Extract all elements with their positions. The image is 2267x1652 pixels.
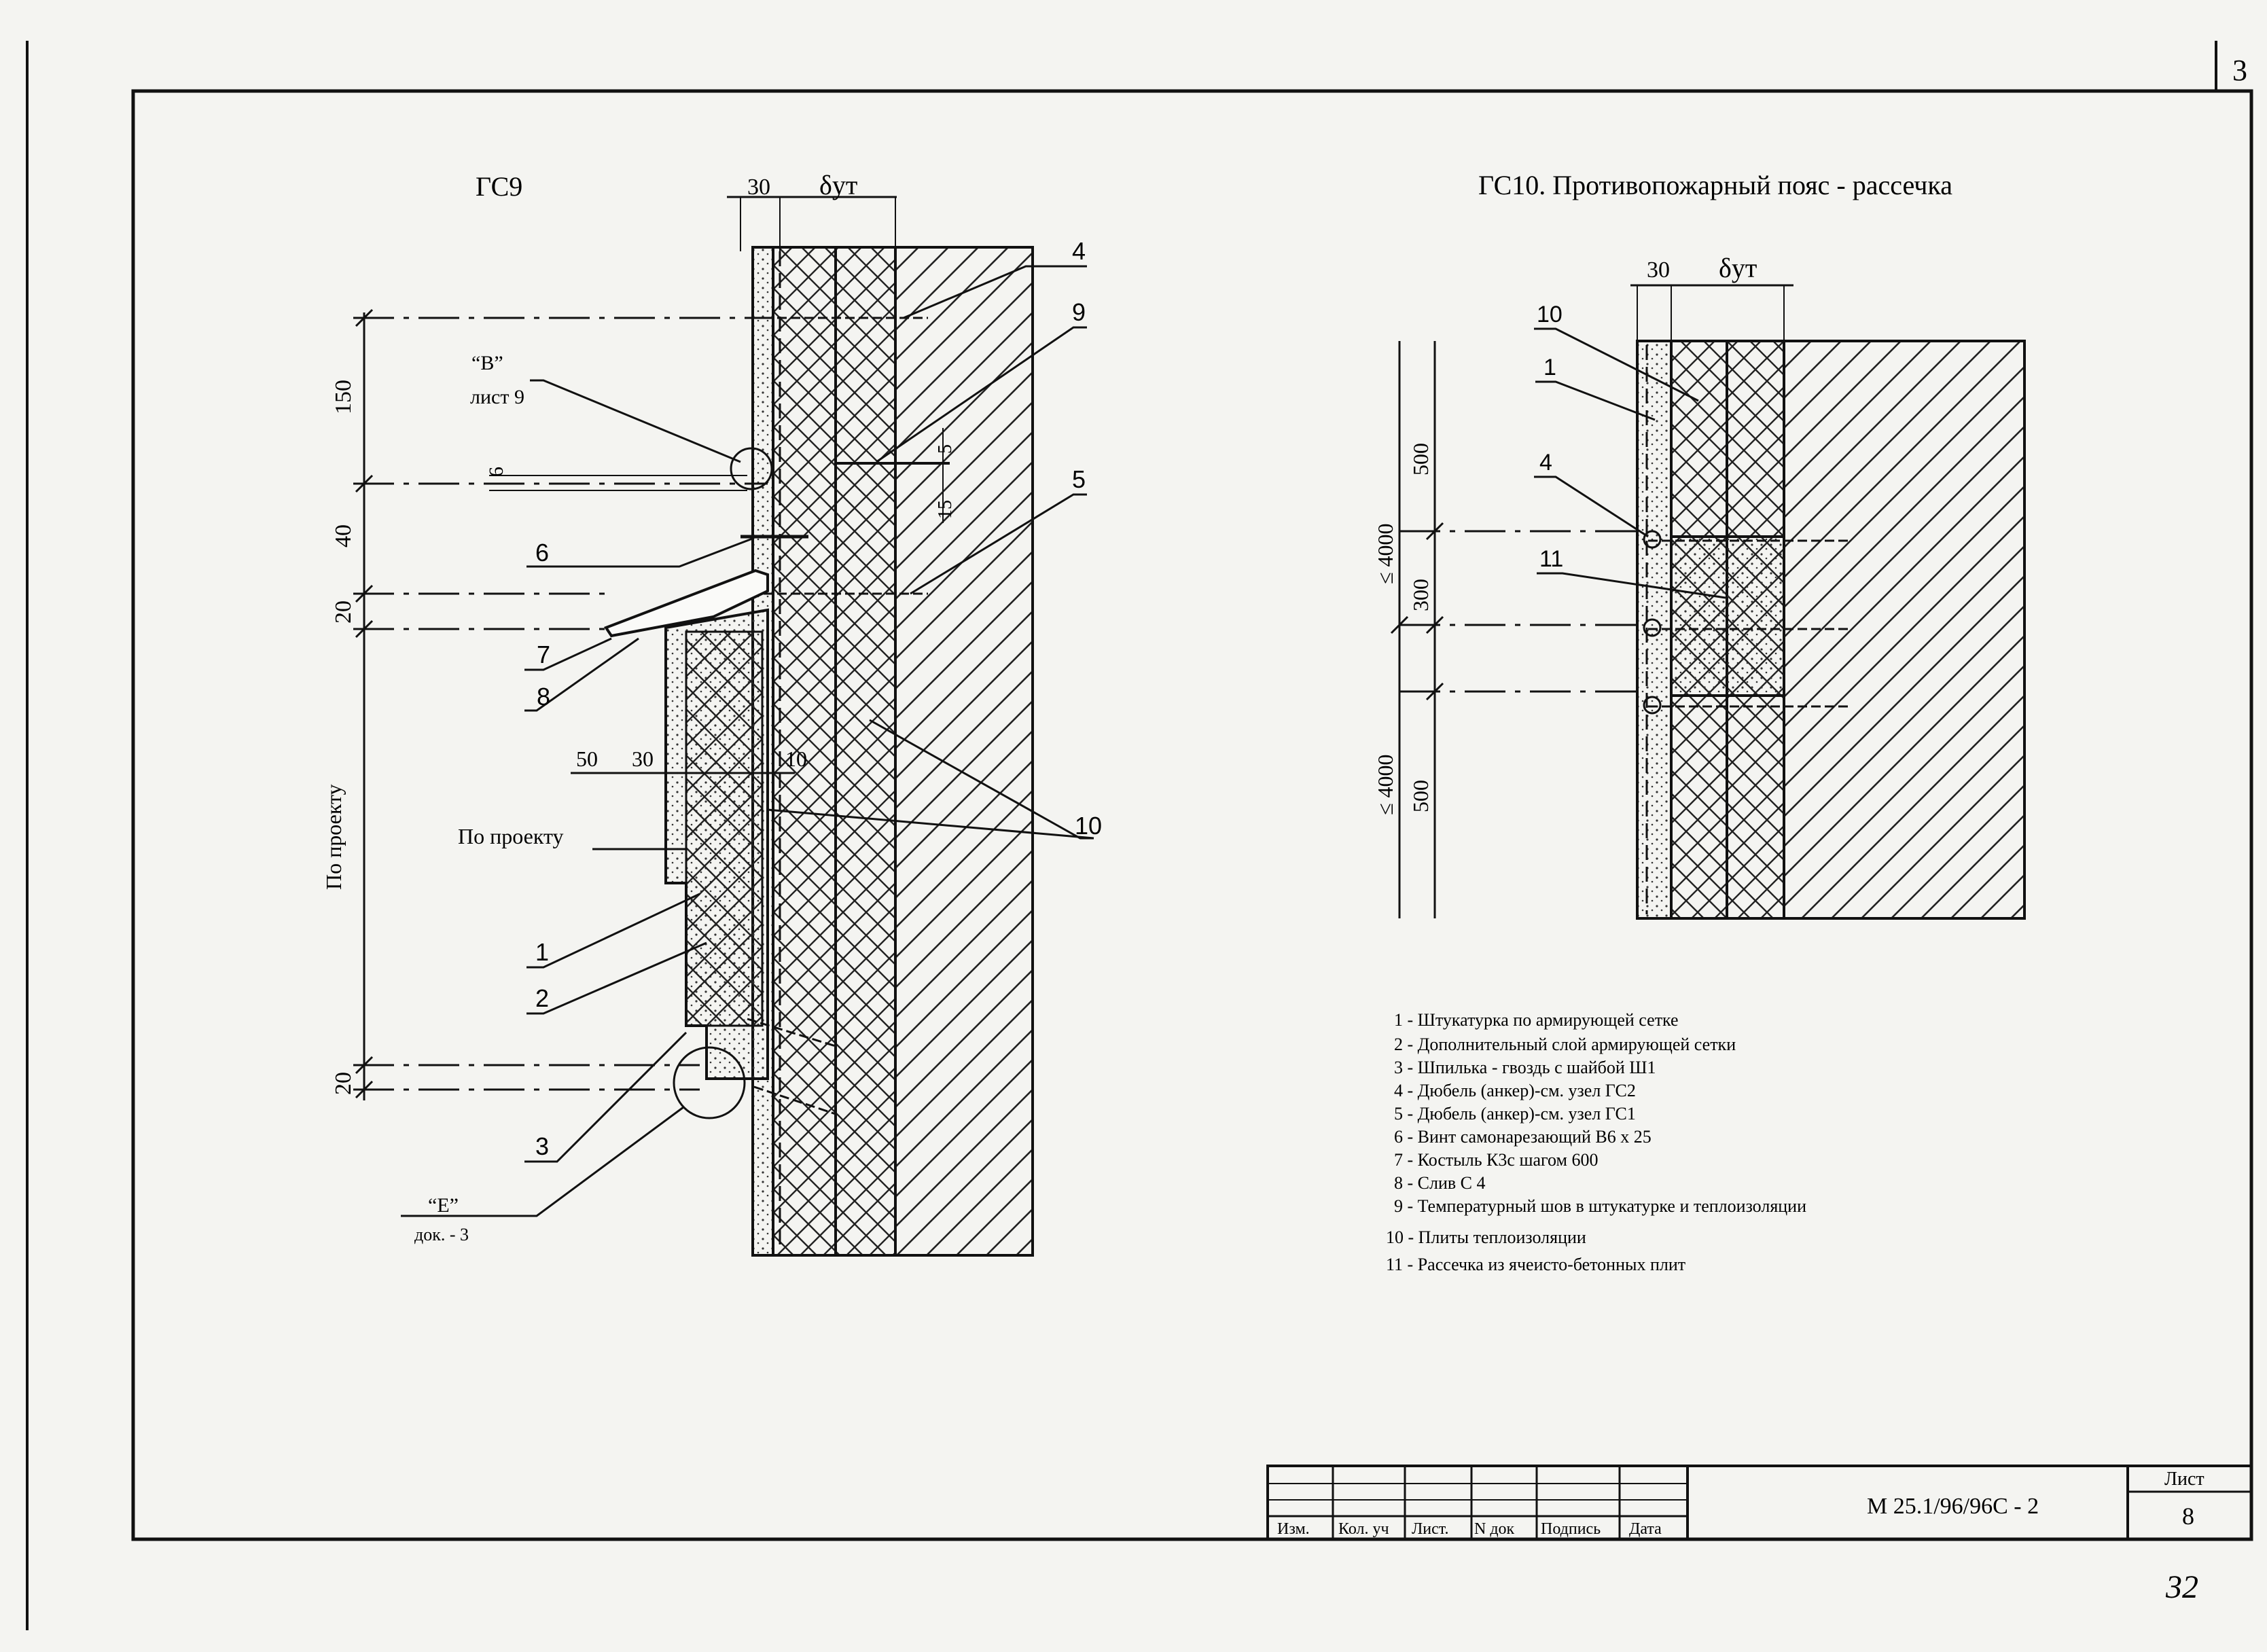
gc10-dim-le4000-top: ≤ 4000 [1373, 523, 1397, 584]
title-block [1266, 1465, 2253, 1541]
gc9-detail [353, 196, 1094, 1257]
gc10-leader-11: 11 [1539, 546, 1563, 572]
legend-item-8: 8 - Слив С 4 [1394, 1173, 1486, 1193]
gc9-callout-B-sheet: лист 9 [470, 386, 524, 408]
gc9-title: ГС9 [476, 171, 522, 202]
gc9-dim-5: 5 [935, 444, 956, 454]
gc9-drip-flashing [603, 569, 769, 638]
gc9-brick-wall [894, 246, 1034, 1257]
gc10-detail [1390, 284, 2026, 920]
gc10-dim-delta: δут [1719, 253, 1757, 283]
legend-item-4: 4 - Дюбель (анкер)-см. узел ГС2 [1394, 1081, 1636, 1100]
legend: 1 - Штукатурка по армирующей сетке 2 - Д… [1386, 1010, 1806, 1274]
gc9-leader-5: 5 [1072, 465, 1086, 493]
gc9-callout-E: “Е” [428, 1194, 459, 1217]
gc9-dim-20-bottom: 20 [331, 1072, 356, 1095]
title-block-sheet-label: Лист [2164, 1469, 2204, 1490]
legend-item-1: 1 - Штукатурка по армирующей сетке [1394, 1010, 1679, 1030]
gc9-callout-circle-E [673, 1046, 746, 1119]
gc10-dim-500-top: 500 [1408, 443, 1433, 475]
gc10-leader-4: 4 [1539, 450, 1552, 475]
gc9-dim-150: 150 [331, 380, 356, 414]
corner-sheet-number: 3 [2232, 54, 2247, 87]
gc9-dim-20-top: 20 [331, 600, 356, 624]
gc9-leader-10: 10 [1075, 812, 1102, 840]
legend-item-5: 5 - Дюбель (анкер)-см. узел ГС1 [1394, 1104, 1636, 1124]
legend-item-3: 3 - Шпилька - гвоздь с шайбой Ш1 [1394, 1058, 1656, 1077]
gc10-dim-30: 30 [1647, 257, 1670, 283]
gc9-label-project: По проекту [458, 824, 564, 848]
gc9-callout-circle-B [730, 447, 773, 490]
title-block-col-ndok: N док [1474, 1520, 1515, 1538]
title-block-doc-code: М 25.1/96/96С - 2 [1867, 1494, 2039, 1519]
gc9-dim-10: 10 [785, 747, 807, 771]
gc9-leader-2: 2 [535, 984, 549, 1012]
gc9-leader-4: 4 [1072, 237, 1086, 265]
gc10-title: ГС10. Противопожарный пояс - рассечка [1478, 170, 1952, 200]
gc9-leader-8: 8 [537, 683, 550, 711]
legend-item-10: 10 - Плиты теплоизоляции [1386, 1227, 1586, 1247]
gc9-leader-6: 6 [535, 539, 549, 567]
sheet-frame [26, 41, 2253, 1630]
legend-item-2: 2 - Дополнительный слой армирующей сетки [1394, 1035, 1736, 1054]
title-block-col-list: Лист. [1412, 1520, 1448, 1538]
legend-item-9: 9 - Температурный шов в штукатурке и теп… [1394, 1196, 1806, 1216]
title-block-col-kol: Кол. уч [1338, 1520, 1389, 1538]
gc9-dim-30: 30 [747, 175, 770, 200]
handwritten-page-number: 32 [2165, 1569, 2198, 1605]
title-block-col-izm: Изм. [1277, 1520, 1310, 1538]
gc10-leader-1: 1 [1543, 355, 1556, 380]
gc9-leader-1: 1 [535, 938, 549, 966]
legend-item-11: 11 - Рассечка из ячеисто-бетонных плит [1386, 1255, 1685, 1274]
gc10-dim-300: 300 [1408, 579, 1433, 611]
title-block-col-signature: Подпись [1541, 1520, 1601, 1538]
gc9-callout-B: “В” [471, 352, 503, 374]
gc9-dim-50: 50 [576, 747, 598, 771]
gc9-cornice-insulation [685, 630, 764, 1027]
gc9-insulation-inner [834, 246, 897, 1257]
gc9-leader-3: 3 [535, 1132, 549, 1160]
gc10-firebreak-block [1670, 535, 1785, 697]
legend-item-6: 6 - Винт самонарезающий В6 х 25 [1394, 1127, 1652, 1147]
gc9-dim-15: 15 [935, 500, 956, 519]
gc9-dim-delta: δут [819, 170, 857, 200]
gc9-callout-E-doc: док. - 3 [414, 1225, 469, 1244]
title-block-sheet-number: 8 [2182, 1503, 2194, 1530]
gc9-dim-6: 6 [485, 467, 507, 477]
gc9-leader-9: 9 [1072, 298, 1086, 326]
gc9-dim-30-bottom: 30 [632, 747, 654, 771]
gc10-brick-wall [1783, 340, 2026, 920]
gc10-dim-le4000-bottom: ≤ 4000 [1373, 754, 1397, 815]
title-block-col-date: Дата [1629, 1520, 1662, 1538]
gc9-dim-40: 40 [331, 524, 356, 547]
gc10-dim-500-bottom: 500 [1408, 780, 1433, 812]
gc9-insulation-outer [772, 246, 837, 1257]
gc10-leader-10: 10 [1537, 302, 1563, 327]
gc9-leader-7: 7 [537, 641, 550, 668]
gc9-label-vertical: По проекту [321, 784, 346, 890]
legend-item-7: 7 - Костыль К3с шагом 600 [1394, 1150, 1598, 1170]
